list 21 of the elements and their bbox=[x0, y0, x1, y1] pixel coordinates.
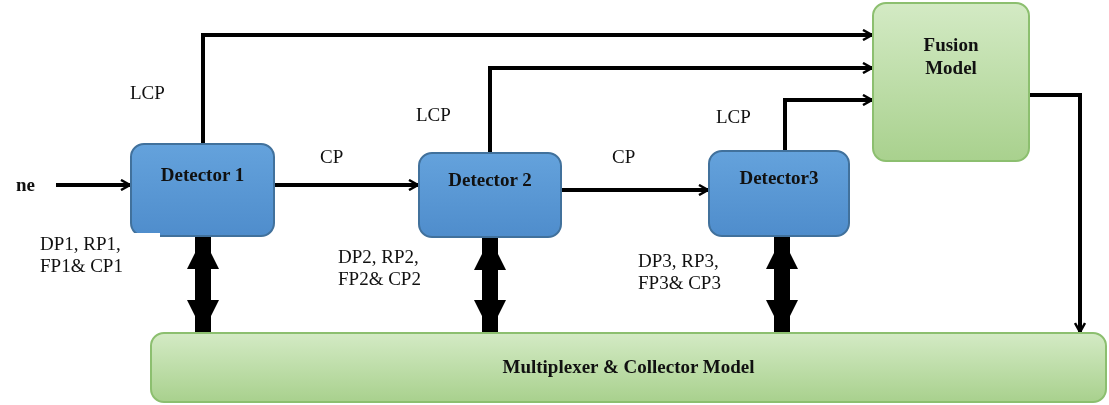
model-box bbox=[872, 2, 1030, 162]
arrow bbox=[562, 183, 710, 197]
double-arrow bbox=[766, 237, 798, 332]
node-label: Detector 1 bbox=[160, 163, 245, 187]
arrow bbox=[1030, 93, 1087, 334]
node-label: Multiplexer & Collector Model bbox=[502, 356, 755, 379]
arrow bbox=[56, 178, 132, 192]
arrow bbox=[201, 28, 874, 143]
detector-box bbox=[708, 150, 850, 237]
detector-box bbox=[130, 143, 275, 237]
arrow bbox=[275, 178, 420, 192]
node-label: Fusion Model bbox=[922, 34, 980, 80]
node-label: Detector3 bbox=[739, 167, 819, 190]
arrow bbox=[783, 93, 874, 150]
arrow bbox=[488, 61, 874, 152]
detector-box bbox=[418, 152, 562, 238]
double-arrow bbox=[187, 237, 219, 332]
input-label: ne bbox=[16, 173, 35, 197]
double-arrow bbox=[474, 238, 506, 332]
node-label: Detector 2 bbox=[448, 168, 532, 192]
model-box bbox=[150, 332, 1107, 403]
